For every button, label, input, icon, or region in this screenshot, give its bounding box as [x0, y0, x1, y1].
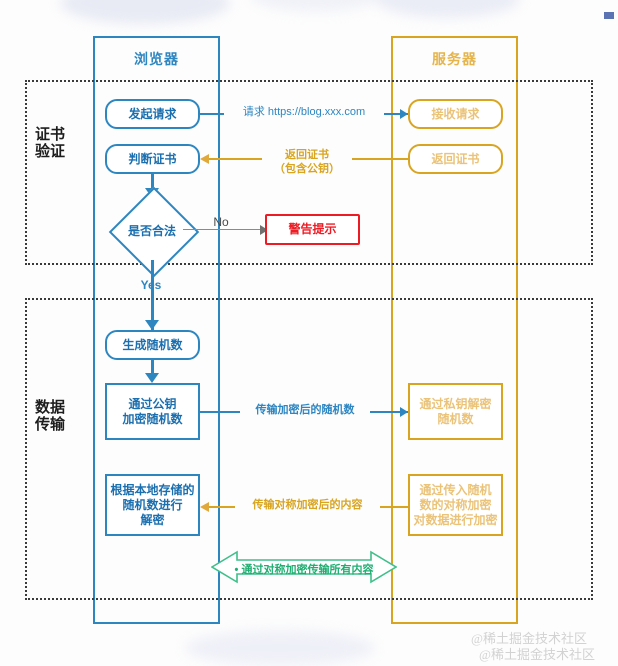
section-label-data-transmission: 数据传输	[34, 399, 65, 433]
node-decrypt-with-privkey-label: 通过私钥解密 随机数	[419, 396, 492, 426]
node-receive-request[interactable]: 接收请求	[408, 99, 503, 129]
background-watermark-smudge-left	[60, 0, 230, 24]
connector-decision-yes	[151, 260, 154, 348]
background-watermark-smudge-mid	[250, 0, 380, 12]
node-encrypt-with-pubkey[interactable]: 通过公钥 加密随机数	[105, 383, 200, 440]
arrow-down-to-encrypt-icon	[145, 373, 159, 383]
arrow-right-to-warning-icon	[260, 225, 268, 235]
edge-label-transmit-encrypted-random: 传输加密后的随机数	[240, 403, 370, 418]
node-encrypt-with-pubkey-label: 通过公钥 加密随机数	[122, 396, 183, 426]
lane-browser	[93, 36, 220, 624]
arrow-down-to-generate-random-icon	[145, 320, 159, 330]
connector-decision-to-warning	[183, 229, 268, 230]
node-symmetric-encrypt-label: 通过传入随机 数的对称加密 对数据进行加密	[413, 482, 498, 527]
node-warning-prompt[interactable]: 警告提示	[265, 214, 360, 245]
edge-label-no: No	[213, 215, 229, 229]
node-is-legal[interactable]: 是否合法	[108, 186, 200, 278]
node-decrypt-local-label: 根据本地存储的 随机数进行 解密	[110, 482, 195, 527]
node-decrypt-with-privkey[interactable]: 通过私钥解密 随机数	[408, 383, 503, 440]
node-generate-random[interactable]: 生成随机数	[105, 330, 200, 360]
connector-generate-to-encrypt	[151, 360, 154, 375]
arrow-right-transmit-encrypted-random-icon	[400, 407, 408, 417]
background-watermark-smudge-right	[375, 0, 520, 18]
node-symmetric-encrypt[interactable]: 通过传入随机 数的对称加密 对数据进行加密	[408, 474, 503, 536]
edge-label-return-certificate-line1: 返回证书	[262, 148, 352, 163]
watermark-line-2: @稀土掘金技术社区	[479, 647, 595, 662]
edge-label-request-url: 请求 https://blog.xxx.com	[224, 105, 384, 120]
node-return-certificate[interactable]: 返回证书	[408, 144, 503, 174]
corner-mark-icon	[604, 12, 614, 19]
section-label-certificate-verification: 证书验证	[34, 126, 65, 160]
node-judge-certificate[interactable]: 判断证书	[105, 144, 200, 174]
watermark-line-1: @稀土掘金技术社区	[471, 631, 587, 646]
background-watermark-smudge-bottom	[185, 630, 375, 666]
double-arrow-label: • 通过对称加密传输所有内容	[234, 564, 374, 576]
node-initiate-request[interactable]: 发起请求	[105, 99, 200, 129]
lane-title-server: 服务器	[432, 51, 477, 67]
double-arrow-icon	[210, 550, 398, 584]
connector-judge-to-decision	[151, 174, 154, 190]
edge-label-return-certificate-line2: （包含公钥）	[274, 163, 340, 175]
edge-label-transmit-symmetric-content: 传输对称加密后的内容	[235, 498, 380, 513]
edge-label-yes: Yes	[140, 278, 162, 292]
arrow-right-request-url-icon	[400, 109, 408, 119]
node-decrypt-local[interactable]: 根据本地存储的 随机数进行 解密	[105, 474, 200, 536]
lane-server	[391, 36, 518, 624]
arrow-left-return-certificate-icon	[200, 154, 209, 164]
node-is-legal-label: 是否合法	[127, 223, 176, 238]
double-arrow-all-content	[210, 548, 398, 586]
arrow-left-transmit-symmetric-content-icon	[200, 502, 209, 512]
lane-title-browser: 浏览器	[134, 51, 179, 67]
